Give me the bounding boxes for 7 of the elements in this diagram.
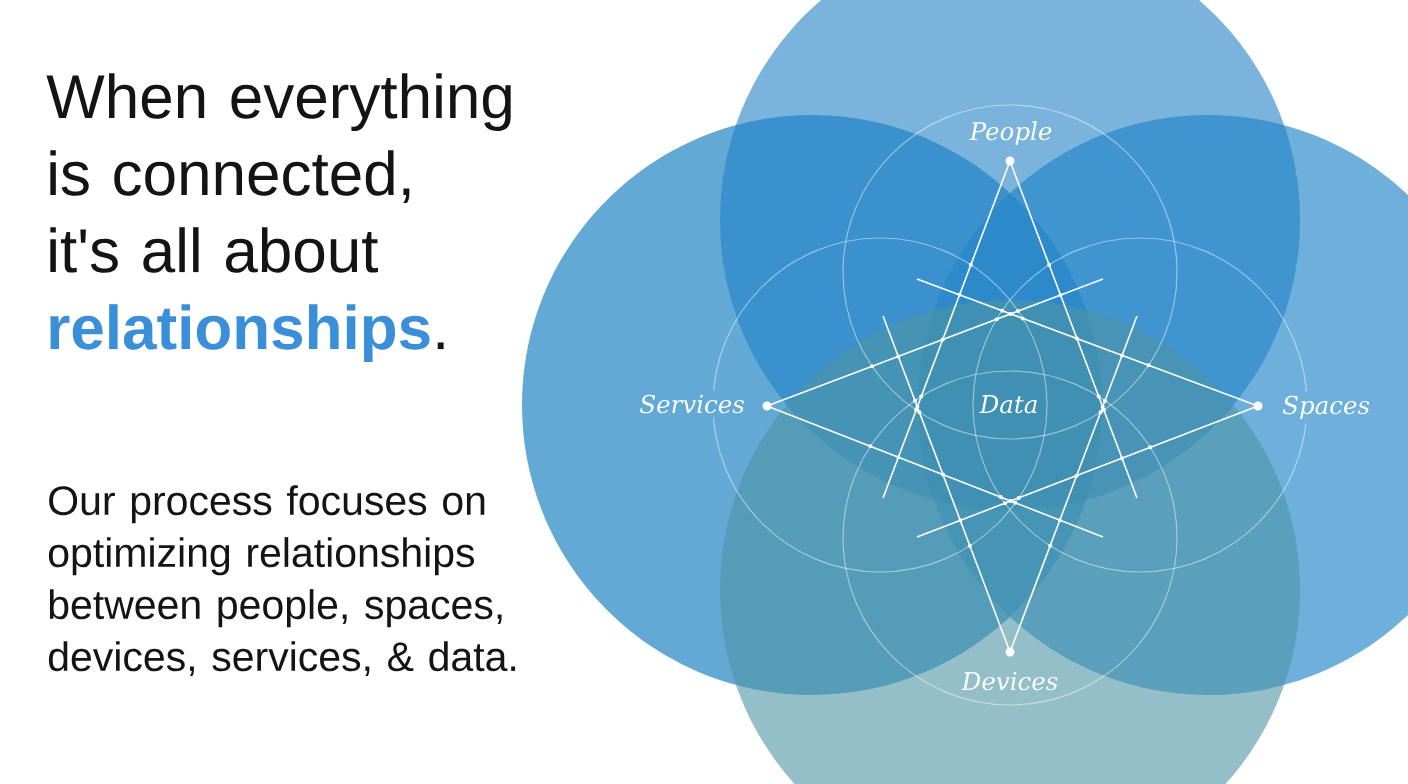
center-label: Data xyxy=(979,395,1037,414)
circle-label: People xyxy=(969,121,1052,146)
circle-label: Devices xyxy=(961,671,1058,691)
heading: When everything is connected, it's all about relationships. xyxy=(46,73,511,362)
circle-label: Services xyxy=(640,394,744,414)
circle-label: Spaces xyxy=(1282,395,1370,420)
body-text: Our process focuses on optimizing relationships between people, spaces, devices, services, & data. xyxy=(48,485,516,677)
